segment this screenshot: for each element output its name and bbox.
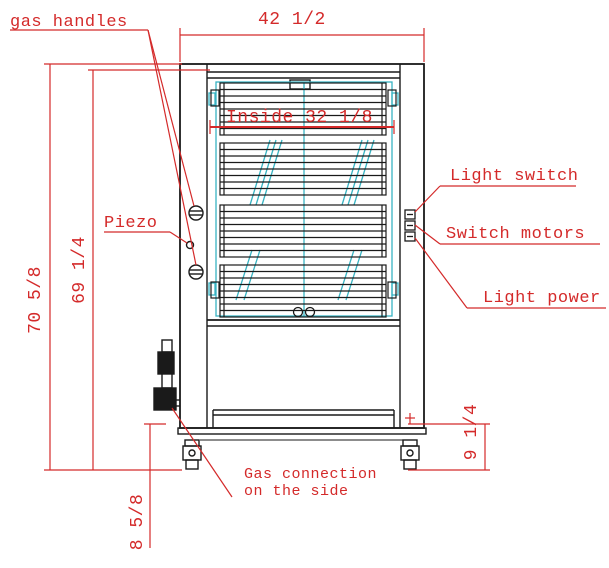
- light-switch[interactable]: [404, 209, 416, 220]
- caster-left: [182, 439, 202, 470]
- label-gas-connection-line2: on the side: [244, 483, 349, 500]
- dim-body-height: 69 1/4: [70, 236, 90, 304]
- caster-right: [400, 439, 420, 470]
- dim-side-height: 8 5/8: [128, 494, 148, 551]
- base-frame: [177, 427, 427, 441]
- spit-baskets: [219, 82, 387, 318]
- label-light-power: Light power: [483, 289, 601, 308]
- label-piezo: Piezo: [104, 214, 158, 233]
- dim-inside-width: Inside 32 1/8: [226, 108, 373, 128]
- door-knobs: [292, 306, 316, 318]
- dim-wheel-height: 9 1/4: [462, 404, 482, 461]
- spit-basket: [219, 264, 387, 318]
- gas-connection-pipe: [153, 339, 180, 411]
- label-light-switch: Light switch: [450, 167, 578, 186]
- dimension-lines: [44, 28, 490, 548]
- dim-width: 42 1/2: [258, 10, 326, 30]
- label-gas-handles: gas handles: [10, 13, 128, 32]
- spit-basket: [219, 82, 387, 136]
- gas-handle-bottom[interactable]: [188, 264, 204, 280]
- spit-basket: [219, 204, 387, 258]
- motor-switch[interactable]: [404, 220, 416, 231]
- gas-handle-top[interactable]: [188, 205, 204, 221]
- leader-lines: [10, 29, 606, 498]
- label-switch-motors: Switch motors: [446, 225, 585, 244]
- dim-total-height: 70 5/8: [26, 266, 46, 334]
- light-power-switch[interactable]: [404, 231, 416, 242]
- label-gas-connection-line1: Gas connection: [244, 466, 377, 483]
- piezo-button[interactable]: [185, 240, 195, 250]
- glass-doors: [208, 81, 399, 317]
- spit-basket: [219, 142, 387, 196]
- frame-hinges: [210, 89, 397, 299]
